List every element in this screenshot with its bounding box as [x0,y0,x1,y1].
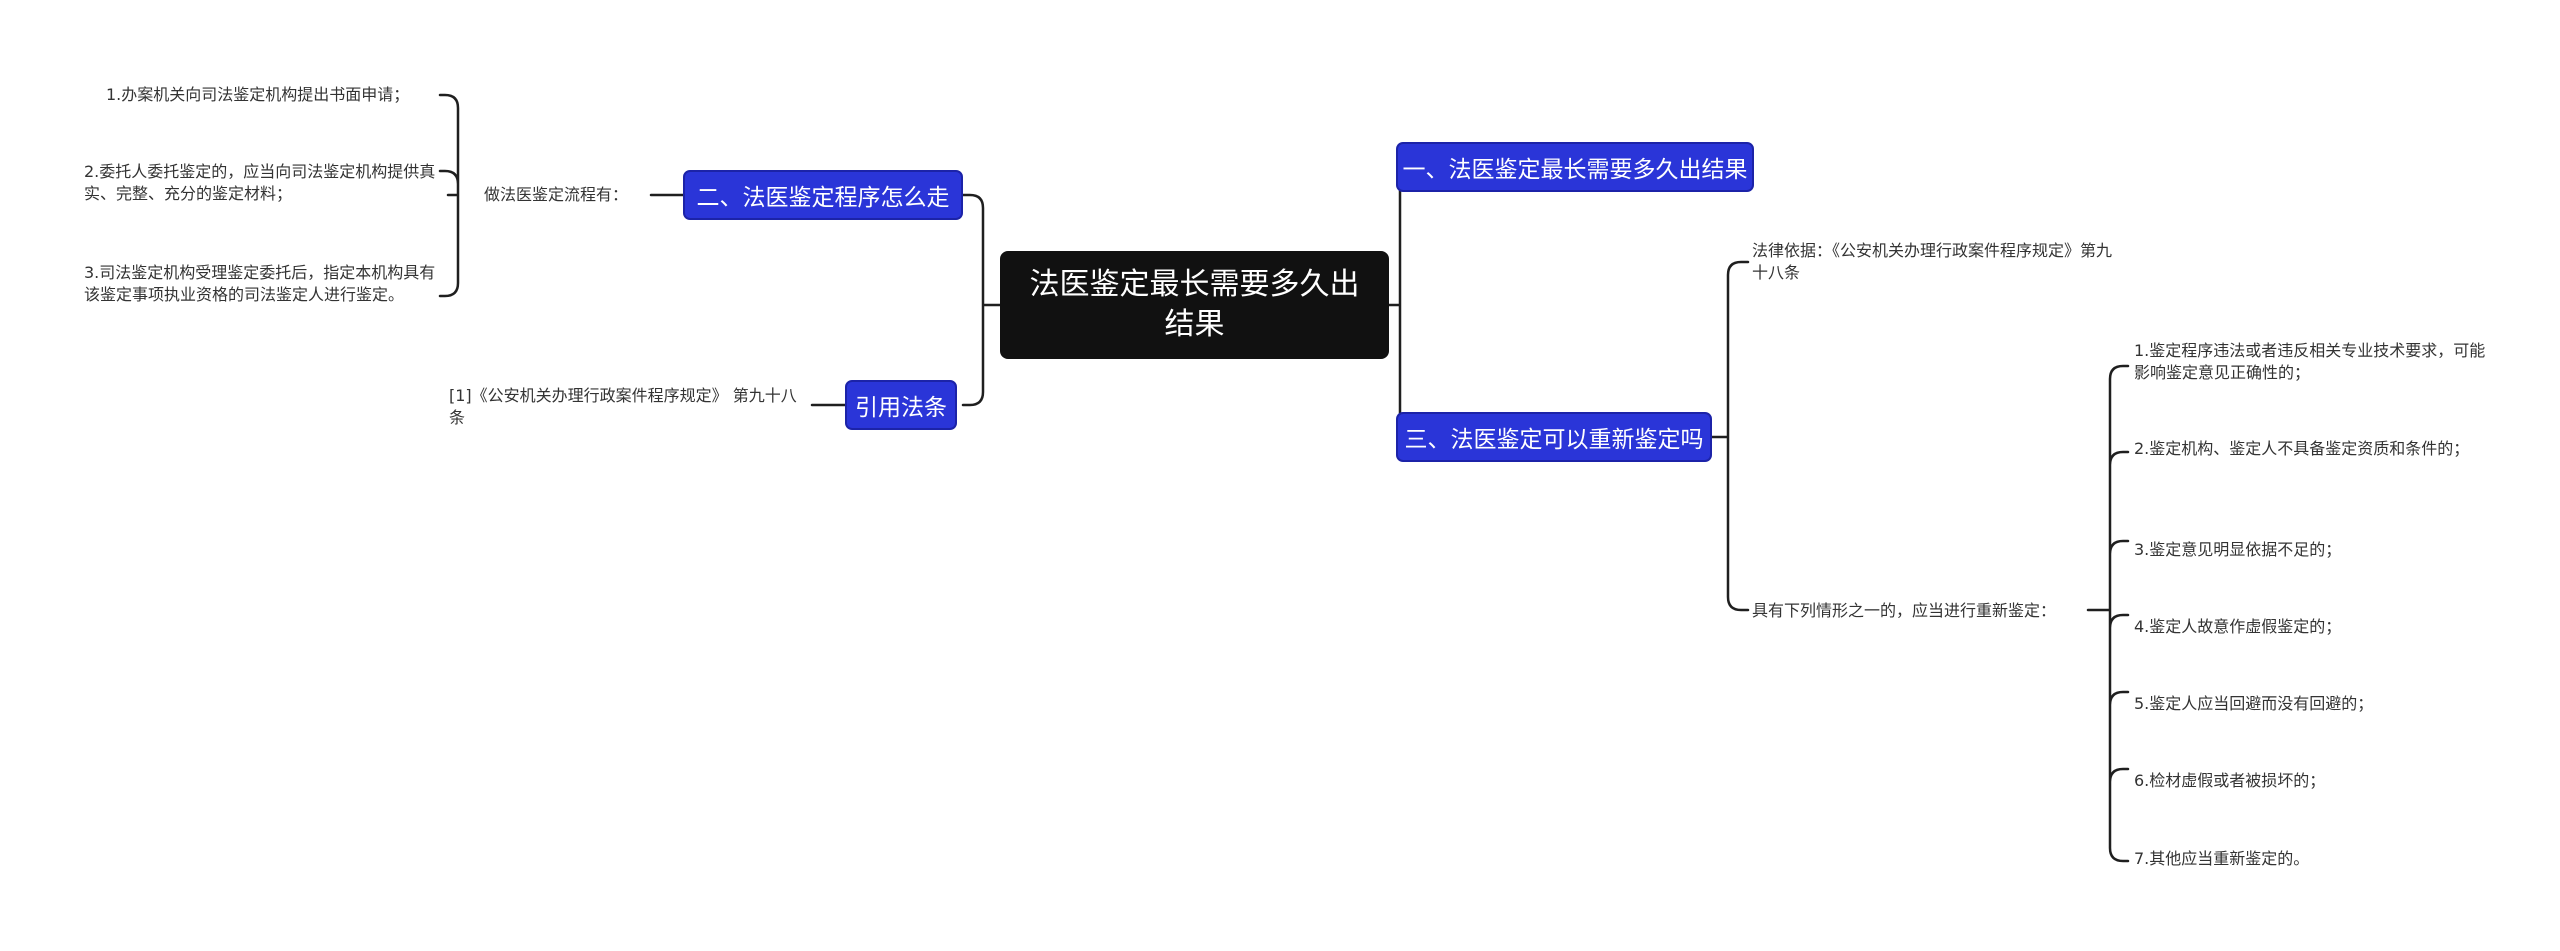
topic-one[interactable]: 一、法医鉴定最长需要多久出结果 [1396,142,1754,192]
link-three-children [1706,260,1750,612]
branch-two-item-1: 1.办案机关向司法鉴定机构提出书面申请； [106,85,410,104]
branch-two-label: 做法医鉴定流程有： [484,185,629,204]
root-node[interactable]: 法医鉴定最长需要多久出结果 [1000,251,1389,359]
link-root-right [1382,165,1420,439]
branch-two-item-3: 3.司法鉴定机构受理鉴定委托后，指定本机构具有该鉴定事项执业资格的司法鉴定人进行… [84,263,436,304]
link-two-items [438,93,460,298]
branch-three-item-2: 2.鉴定机构、鉴定人不具备鉴定资质和条件的； [2134,439,2470,458]
branch-three-item-4: 4.鉴定人故意作虚假鉴定的； [2134,617,2342,636]
branch-three-basis: 法律依据：《公安机关办理行政案件程序规定》第九十八条 [1752,241,2113,282]
branch-three-item-5: 5.鉴定人应当回避而没有回避的； [2134,694,2374,713]
branch-three-label: 具有下列情形之一的，应当进行重新鉴定： [1752,601,2057,620]
link-root-left [961,193,1002,407]
branch-two-item-2: 2.委托人委托鉴定的，应当向司法鉴定机构提供真实、完整、充分的鉴定材料； [84,162,436,203]
branch-three-item-6: 6.检材虚假或者被损坏的； [2134,771,2326,790]
branch-three-item-7: 7.其他应当重新鉴定的。 [2134,849,2310,868]
link-three-items [2086,364,2130,863]
branch-three-item-1: 1.鉴定程序违法或者违反相关专业技术要求，可能影响鉴定意见正确性的； [2134,341,2486,382]
topic-three[interactable]: 三、法医鉴定可以重新鉴定吗 [1396,412,1712,462]
topic-two[interactable]: 二、法医鉴定程序怎么走 [683,170,963,220]
branch-ref-item: [1]《公安机关办理行政案件程序规定》 第九十八条 [449,386,797,427]
topic-ref[interactable]: 引用法条 [845,380,957,430]
branch-three-item-3: 3.鉴定意见明显依据不足的； [2134,540,2342,559]
